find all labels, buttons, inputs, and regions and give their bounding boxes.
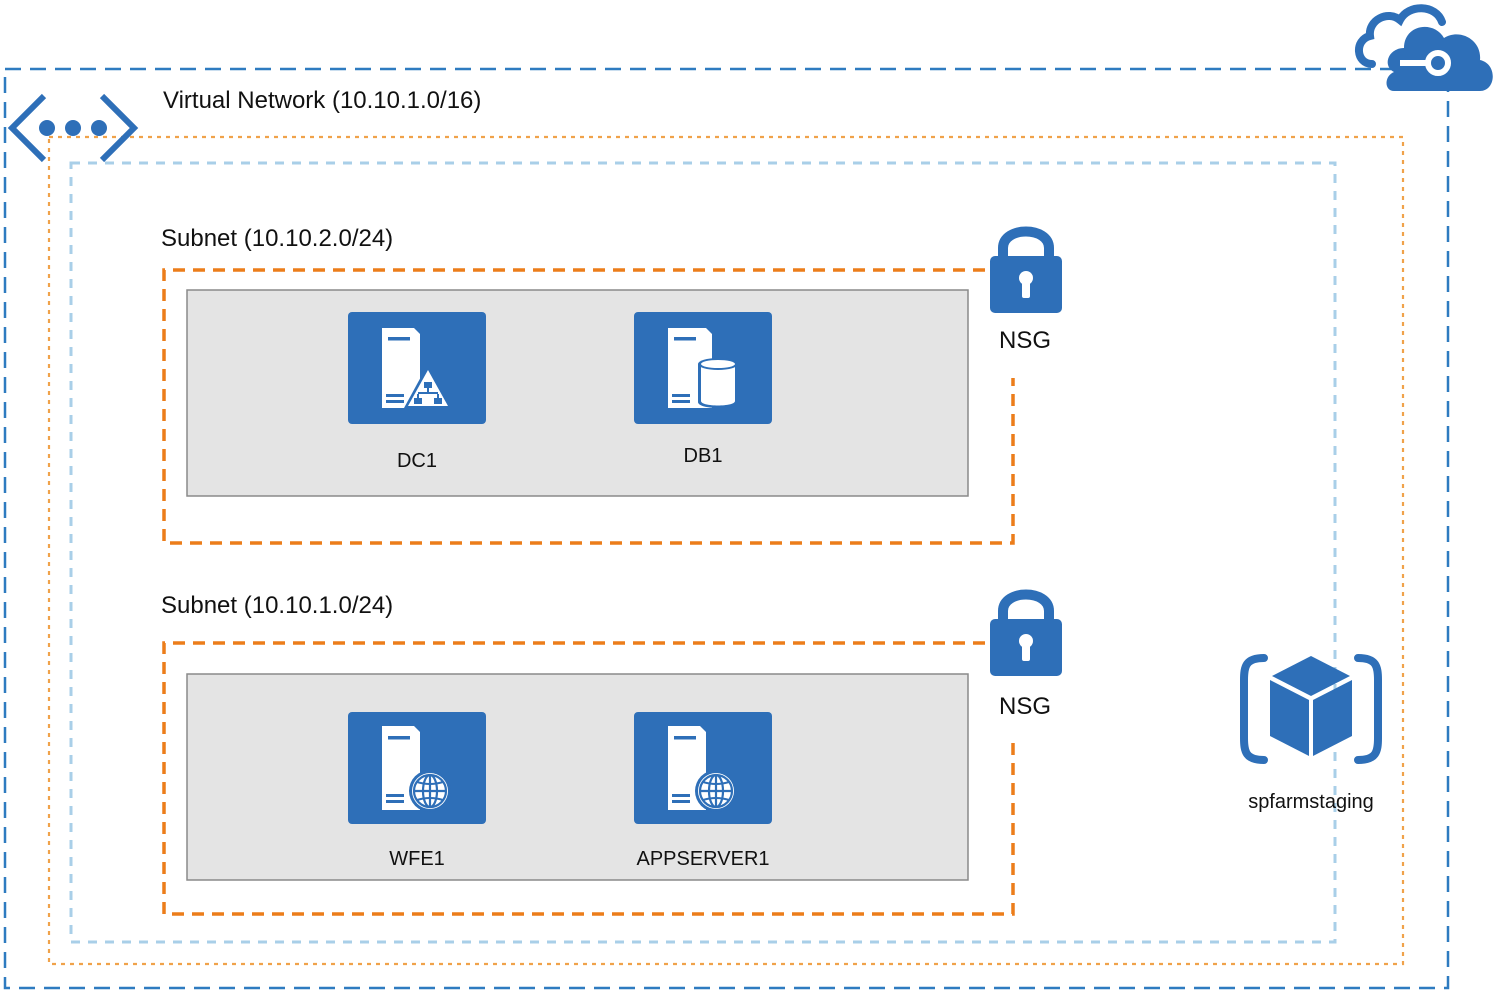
vnet-title: Virtual Network (10.10.1.0/16)	[163, 87, 482, 114]
resource-group-label: spfarmstaging	[1248, 791, 1374, 813]
light-blue-dotted-boundary	[69, 161, 1337, 944]
server-label-appserver1: APPSERVER1	[636, 848, 770, 870]
nsg-2-label: NSG	[999, 693, 1052, 720]
subnet-1-boundary	[162, 268, 1015, 545]
server-label-db1: DB1	[683, 445, 723, 467]
azure-cloud-key-icon	[1355, 4, 1493, 91]
server-web-icon	[634, 712, 772, 824]
nsg-1-label: NSG	[999, 327, 1052, 354]
subnet-2-title: Subnet (10.10.1.0/24)	[161, 592, 394, 619]
orange-dotted-boundary	[47, 135, 1405, 966]
vnet-boundary	[3, 67, 1450, 990]
server-label-dc1: DC1	[396, 450, 437, 472]
lock-icon	[990, 589, 1062, 676]
server-label-wfe1: WFE1	[389, 848, 445, 870]
subnet-1-title: Subnet (10.10.2.0/24)	[161, 225, 394, 252]
lock-icon	[990, 226, 1062, 313]
server-directory-icon	[348, 312, 486, 424]
server-web-icon	[348, 712, 486, 824]
subnet-2-boundary	[162, 641, 1015, 916]
vnet-icon	[7, 93, 139, 163]
subnet-2-panel	[186, 673, 969, 881]
resource-group-cube-icon	[1240, 654, 1382, 764]
server-database-icon	[634, 312, 772, 424]
subnet-1-panel	[186, 289, 969, 497]
